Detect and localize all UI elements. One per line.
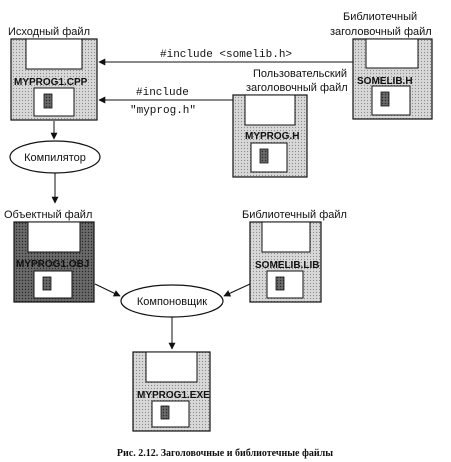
linker-label: Компоновщик — [137, 296, 207, 308]
source-file-label: Исходный файл — [8, 26, 90, 38]
arrow-object-to-linker — [94, 283, 121, 297]
object-file-label: Объектный файл — [4, 209, 92, 221]
file-label-myprog1-obj: MYPROG1.OBJ — [16, 259, 89, 270]
file-label-myprog1-exe: MYPROG1.EXE — [137, 390, 210, 401]
compiler-node: Компилятор — [9, 140, 101, 174]
include-user-text-line1: #include — [136, 87, 189, 99]
file-label-myprog1-cpp: MYPROG1.CPP — [14, 77, 88, 88]
user-header-label-line1: Пользовательский — [253, 68, 347, 80]
file-label-myprog-h: MYPROG.H — [245, 131, 299, 142]
disk-somelib-lib: SOMELIB.LIB — [249, 221, 322, 303]
disk-myprog-h: MYPROG.H — [232, 94, 308, 178]
disk-myprog1-cpp: MYPROG1.CPP — [10, 38, 98, 121]
lib-header-label-line2: заголовочный файл — [330, 26, 432, 38]
user-header-label-line2: заголовочный файл — [246, 82, 348, 94]
figure-caption: Рис. 2.12. Заголовочные и библиотечные ф… — [117, 448, 333, 459]
disk-somelib-h: SOMELIB.H — [352, 38, 433, 120]
file-label-somelib-lib: SOMELIB.LIB — [255, 260, 319, 271]
disk-myprog1-obj: MYPROG1.OBJ — [13, 221, 95, 303]
lib-header-label-line1: Библиотечный — [343, 11, 417, 23]
compiler-label: Компилятор — [24, 152, 86, 164]
include-lib-text: #include <somelib.h> — [160, 49, 292, 61]
disk-myprog1-exe: MYPROG1.EXE — [132, 351, 211, 432]
linker-node: Компоновщик — [120, 284, 224, 318]
file-label-somelib-h: SOMELIB.H — [357, 76, 413, 87]
include-user-text-line2: "myprog.h" — [130, 105, 196, 117]
arrow-library-to-linker — [223, 283, 251, 297]
library-file-label: Библиотечный файл — [242, 209, 347, 221]
